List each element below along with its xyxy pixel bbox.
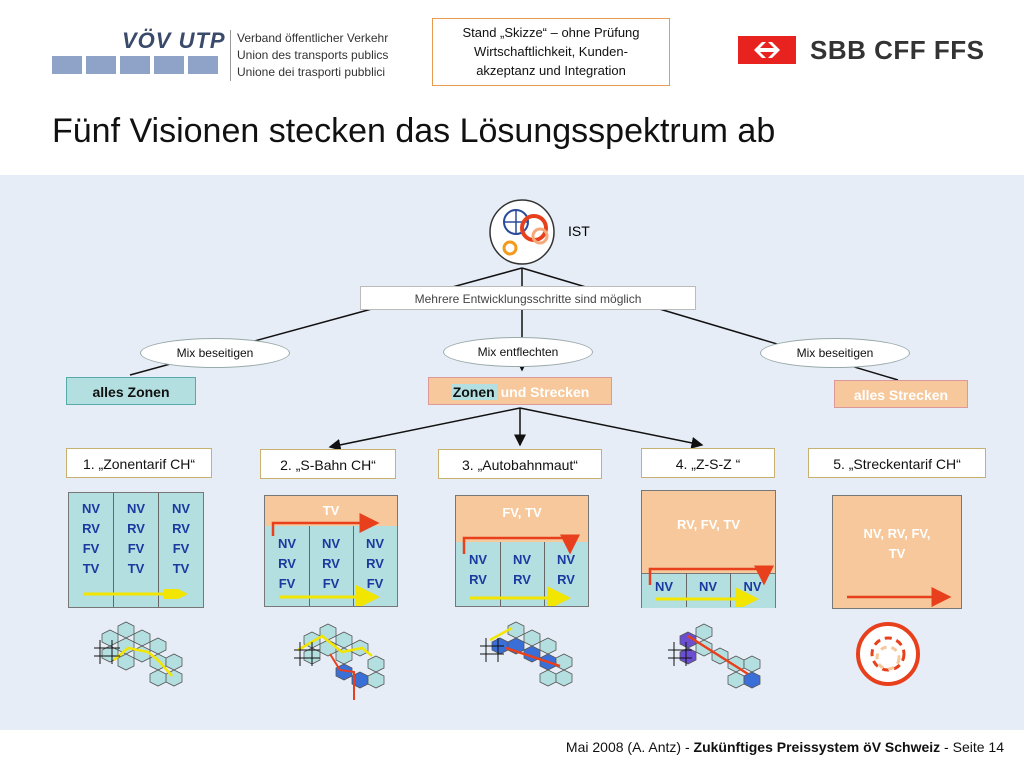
route-arrows-icon bbox=[648, 565, 774, 607]
page-title: Fünf Visionen stecken das Lösungsspektru… bbox=[52, 112, 776, 150]
org-names: Verband öffentlicher Verkehr Union des t… bbox=[230, 30, 388, 81]
org-name-it: Unione dei trasporti pubblici bbox=[237, 65, 386, 79]
category-zonen-part: Zonen bbox=[450, 384, 497, 400]
vision-2-top: TV bbox=[322, 503, 340, 518]
vision-5-box: NV, RV, FV,TV bbox=[832, 495, 962, 609]
vision-3-top: FV, TV bbox=[502, 505, 542, 520]
sbb-logo bbox=[738, 36, 796, 64]
branch-right-ellipse: Mix beseitigen bbox=[760, 338, 910, 368]
category-strecken-part: und Strecken bbox=[496, 384, 590, 400]
route-arrows-icon bbox=[462, 534, 580, 606]
vision-5-top: NV, RV, FV,TV bbox=[863, 526, 931, 561]
vision-4-top: RV, FV, TV bbox=[676, 517, 741, 532]
vision-4-box: RV, FV, TV NV NV NV bbox=[641, 490, 776, 608]
status-note-line1: Stand „Skizze“ – ohne Prüfung bbox=[462, 25, 640, 40]
ist-label: IST bbox=[568, 223, 590, 239]
footer: Mai 2008 (A. Antz) - Zukünftiges Preissy… bbox=[566, 739, 1004, 755]
route-arrows-icon bbox=[271, 513, 380, 606]
voev-logo-text: VÖV UTP bbox=[122, 28, 226, 53]
footer-title: Zukünftiges Preissystem öV Schweiz bbox=[693, 739, 941, 755]
zone-map-icon bbox=[94, 621, 183, 687]
sbb-brand-text: SBB CFF FFS bbox=[810, 35, 985, 65]
ist-globe-icon bbox=[489, 199, 555, 265]
vision-3-label: 3. „Autobahnmaut“ bbox=[438, 449, 602, 479]
zsz-map-icon bbox=[668, 623, 761, 689]
vision-4-col-1: NV bbox=[654, 579, 674, 594]
category-strecken: alles Strecken bbox=[834, 380, 968, 408]
vision-2-label: 2. „S-Bahn CH“ bbox=[260, 449, 396, 479]
route-arrow-icon bbox=[847, 587, 952, 607]
org-name-fr: Union des transports publics bbox=[237, 48, 389, 62]
vision-5-label: 5. „Streckentarif CH“ bbox=[808, 448, 986, 478]
status-note-line2: Wirtschaftlichkeit, Kunden- bbox=[474, 44, 628, 59]
sbahn-map-icon bbox=[294, 623, 385, 700]
yellow-arrow-icon bbox=[83, 589, 188, 599]
footer-prefix: Mai 2008 (A. Antz) - bbox=[565, 739, 694, 755]
sbb-arrows-icon bbox=[754, 42, 780, 58]
branch-left-ellipse: Mix beseitigen bbox=[140, 338, 290, 368]
streckentarif-circle-icon bbox=[856, 622, 920, 686]
vision-1-label: 1. „Zonentarif CH“ bbox=[66, 448, 212, 478]
steps-note: Mehrere Entwicklungsschritte sind möglic… bbox=[360, 286, 696, 310]
footer-page: - Seite 14 bbox=[940, 739, 1004, 755]
status-note-line3: akzeptanz und Integration bbox=[476, 63, 626, 78]
category-zonen: alles Zonen bbox=[66, 377, 196, 405]
vision-4-label: 4. „Z-S-Z “ bbox=[641, 448, 775, 478]
status-note: Stand „Skizze“ – ohne Prüfung Wirtschaft… bbox=[432, 18, 670, 86]
category-zonen-und-strecken: Zonen und Strecken bbox=[428, 377, 612, 405]
branch-mid-ellipse: Mix entflechten bbox=[443, 337, 593, 367]
autobahn-map-icon bbox=[480, 621, 573, 687]
org-name-de: Verband öffentlicher Verkehr bbox=[237, 31, 389, 45]
vision-4-col-2: NV bbox=[698, 579, 718, 594]
